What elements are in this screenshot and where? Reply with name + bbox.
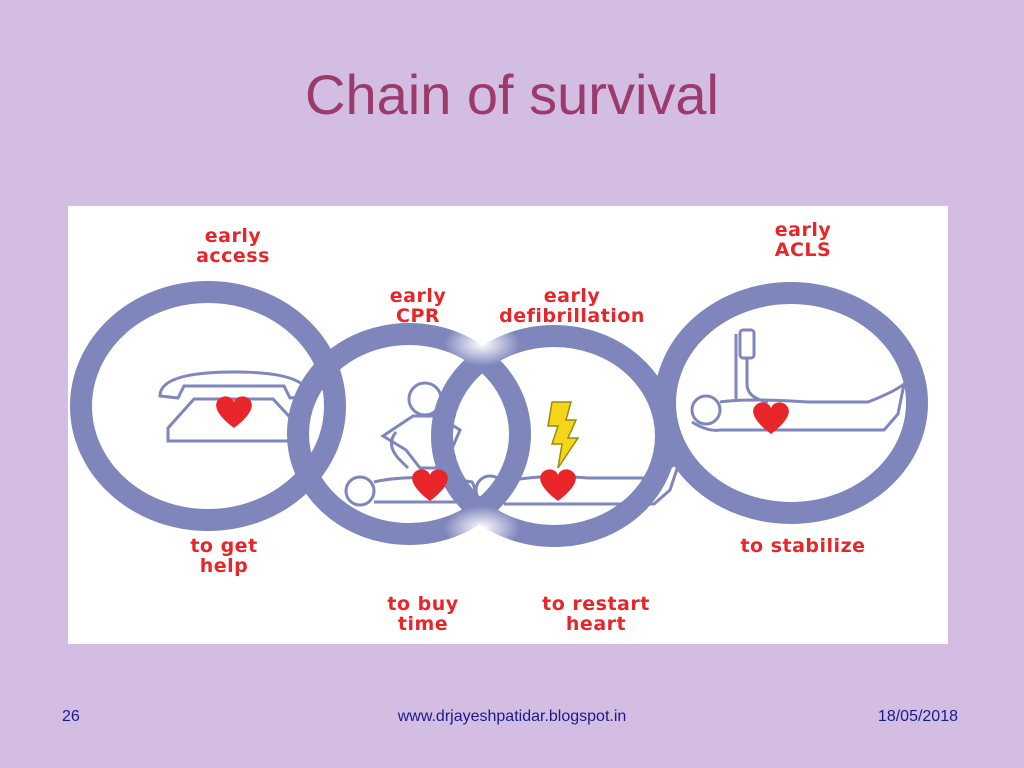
purpose-label-defibrillation: to restart heart — [516, 594, 676, 634]
lightning-bolt-icon — [547, 401, 580, 469]
step-label-line: early — [204, 225, 262, 247]
step-label-line: CPR — [396, 305, 440, 327]
step-label-acls: early ACLS — [748, 220, 858, 260]
step-label-line: early — [774, 219, 832, 241]
step-label-line: defibrillation — [499, 305, 645, 327]
chain-graphic — [70, 281, 928, 550]
purpose-label-line: help — [199, 555, 249, 577]
step-label-line: ACLS — [774, 239, 832, 261]
purpose-label-acls: to stabilize — [718, 536, 888, 556]
slide-title: Chain of survival — [305, 63, 719, 126]
chain-link-acls — [654, 282, 928, 524]
purpose-label-cpr: to buy time — [368, 594, 478, 634]
heart-icon — [412, 469, 448, 501]
step-label-line: access — [196, 245, 270, 267]
step-label-access: early access — [168, 226, 298, 266]
purpose-label-access: to get help — [164, 536, 284, 576]
purpose-label-line: time — [397, 613, 449, 635]
patient-icon-acls — [690, 380, 907, 432]
chain-link-access — [70, 281, 346, 531]
purpose-label-line: to buy — [387, 593, 459, 615]
slide-number: 26 — [62, 708, 80, 725]
purpose-label-line: to stabilize — [740, 535, 866, 557]
iv-drip-icon — [734, 328, 769, 404]
step-label-line: early — [389, 285, 447, 307]
patient-icon-cpr — [344, 475, 477, 507]
footer-website: www.drjayeshpatidar.blogspot.in — [397, 708, 627, 725]
purpose-label-line: heart — [565, 613, 627, 635]
cpr-rescuer-icon — [380, 381, 462, 470]
telephone-icon — [158, 370, 310, 443]
purpose-label-line: to restart — [542, 593, 650, 615]
purpose-label-line: to get — [190, 535, 258, 557]
footer-date: 18/05/2018 — [877, 708, 958, 725]
heart-icon — [753, 402, 789, 434]
step-label-cpr: early CPR — [373, 286, 463, 326]
step-label-defibrillation: early defibrillation — [472, 286, 672, 326]
step-label-line: early — [543, 285, 601, 307]
chain-link-cpr — [287, 323, 531, 545]
heart-icon — [540, 469, 576, 501]
chain-of-survival-diagram: early access early CPR early defibrillat… — [68, 206, 948, 644]
heart-icon — [216, 396, 252, 428]
patient-icon-defibrillation — [474, 458, 682, 506]
